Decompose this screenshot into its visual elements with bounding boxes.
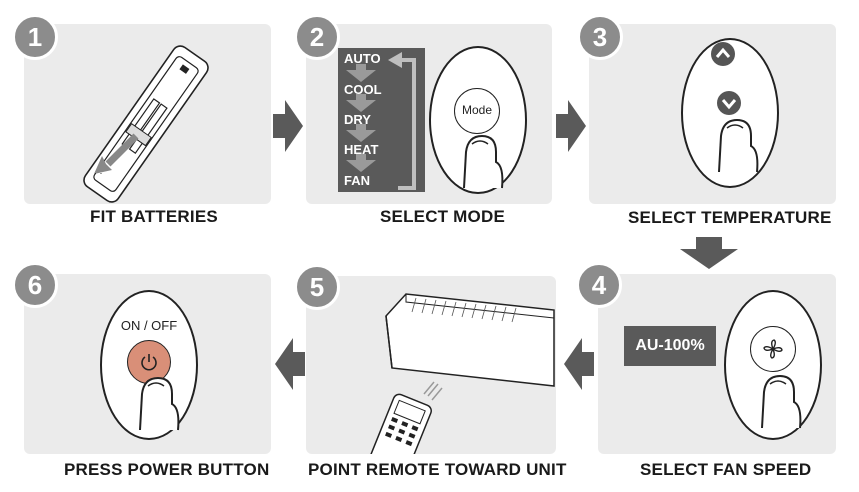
step-3-caption: SELECT TEMPERATURE: [628, 208, 832, 227]
step-number-badge: 3: [577, 14, 623, 60]
fan-display-text: AU-100%: [635, 337, 705, 354]
finger-icon: [139, 376, 180, 431]
fan-button[interactable]: [750, 326, 796, 372]
mode-item-heat: HEAT: [344, 142, 379, 157]
step-6-panel: ON / OFF 6: [12, 262, 271, 454]
step-5-panel: 5: [294, 264, 556, 454]
step-1-panel: · · 1: [12, 14, 271, 204]
step-1-caption: FIT BATTERIES: [90, 207, 218, 226]
mode-button[interactable]: [454, 88, 500, 134]
mode-button-label: Mode: [461, 103, 493, 117]
arrow-down-icon: [680, 237, 738, 269]
finger-icon: [761, 374, 802, 429]
remote-battery-illustration: · ·: [83, 45, 209, 203]
temp-down-icon[interactable]: [716, 90, 742, 116]
ac-unit-remote-illustration: [367, 293, 555, 454]
step-number-badge: 2: [294, 14, 340, 60]
step-number-badge: 4: [576, 262, 622, 308]
arrow-right-icon: [273, 100, 303, 152]
step-4-panel: AU-100% 4: [576, 262, 836, 454]
mode-cycle-illustration: [346, 52, 416, 190]
step-6-caption: PRESS POWER BUTTON: [64, 460, 270, 479]
step-5-caption: POINT REMOTE TOWARD UNIT: [308, 460, 567, 479]
mode-item-fan: FAN: [344, 173, 370, 188]
temp-up-icon[interactable]: [710, 41, 736, 67]
step-3-panel: 3: [577, 14, 836, 204]
mode-item-cool: COOL: [344, 82, 382, 97]
power-icon: [141, 354, 157, 371]
arrow-right-icon: [556, 100, 586, 152]
mode-item-dry: DRY: [344, 112, 371, 127]
fan-display-box: [624, 326, 716, 366]
step-2-panel: AUTO COOL DRY HEAT FAN Mode 2: [294, 14, 552, 204]
fan-icon: [763, 339, 783, 359]
power-label: ON / OFF: [120, 318, 178, 333]
insert-arrow-icon: [94, 133, 139, 174]
step-2-caption: SELECT MODE: [380, 207, 505, 226]
svg-text:· ·: · ·: [94, 168, 103, 178]
arrow-left-icon: [564, 338, 594, 390]
step-4-caption: SELECT FAN SPEED: [640, 460, 812, 479]
finger-icon: [463, 134, 504, 189]
finger-icon: [718, 118, 759, 173]
arrow-left-icon: [275, 338, 305, 390]
step-number-badge: 1: [12, 14, 58, 60]
step-number-badge: 5: [294, 264, 340, 310]
mode-item-auto: AUTO: [344, 51, 381, 66]
step-number-badge: 6: [12, 262, 58, 308]
